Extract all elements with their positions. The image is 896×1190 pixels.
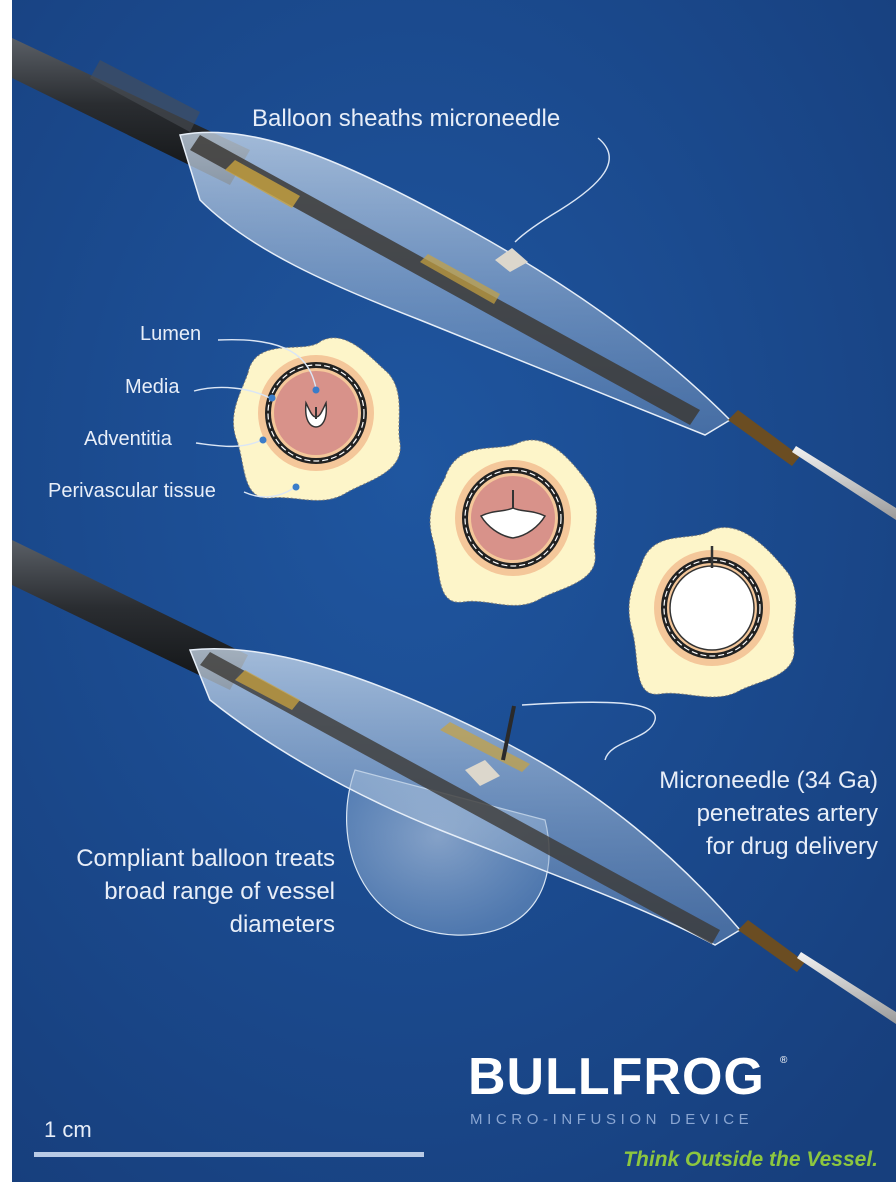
top-catheter xyxy=(12,38,896,520)
top-guidewire xyxy=(792,446,896,520)
bottom-marker-band xyxy=(738,920,805,972)
caption-microneedle-line-1: Microneedle (34 Ga) xyxy=(659,767,878,794)
label-media: Media xyxy=(125,376,180,398)
leader-lines xyxy=(193,137,656,761)
bottom-guidewire xyxy=(797,952,896,1024)
leader-media xyxy=(193,386,271,399)
leader-needle xyxy=(521,701,656,761)
top-marker-band xyxy=(728,410,800,466)
caption-compliant-balloon: Compliant balloon treats broad range of … xyxy=(76,842,335,941)
folded-balloon xyxy=(304,400,328,428)
cross-section-inflated xyxy=(628,527,797,698)
registered-mark: ® xyxy=(780,1055,788,1066)
microneedle xyxy=(501,705,516,761)
label-lumen: Lumen xyxy=(140,323,202,345)
brand-name: BULLFROG xyxy=(468,1048,765,1106)
leader-adventitia xyxy=(195,439,263,448)
top-needle-housing xyxy=(495,248,528,272)
leader-perivascular xyxy=(243,487,295,498)
bottom-catheter-shaft xyxy=(12,540,248,690)
leader-dots xyxy=(259,386,320,491)
caption-balloon-line-3: diameters xyxy=(229,911,335,938)
scale-bar xyxy=(34,1152,424,1157)
brand-subtitle: MICRO-INFUSION DEVICE xyxy=(470,1111,754,1128)
cross-section-closed xyxy=(232,337,401,501)
caption-balloon-sheaths: Balloon sheaths microneedle xyxy=(252,105,561,132)
label-perivascular-tissue: Perivascular tissue xyxy=(48,480,216,502)
caption-microneedle-line-3: for drug delivery xyxy=(705,833,878,860)
bottom-catheter xyxy=(12,540,896,1024)
cross-section-partial xyxy=(429,439,598,606)
scale-bar-label: 1 cm xyxy=(44,1117,92,1142)
caption-microneedle: Microneedle (34 Ga) penetrates artery fo… xyxy=(659,764,878,863)
leader-top xyxy=(514,137,610,243)
leader-lumen xyxy=(217,338,317,389)
top-inner-shaft xyxy=(190,135,700,425)
caption-balloon-line-2: broad range of vessel xyxy=(104,878,335,905)
inflating-balloon xyxy=(479,507,547,539)
brand-tagline: Think Outside the Vessel. xyxy=(623,1148,878,1171)
caption-balloon-line-1: Compliant balloon treats xyxy=(76,845,335,872)
label-adventitia: Adventitia xyxy=(84,428,172,450)
bottom-inner-shaft xyxy=(200,652,720,944)
caption-microneedle-line-2: penetrates artery xyxy=(696,800,878,827)
expanded-balloon xyxy=(669,565,755,651)
